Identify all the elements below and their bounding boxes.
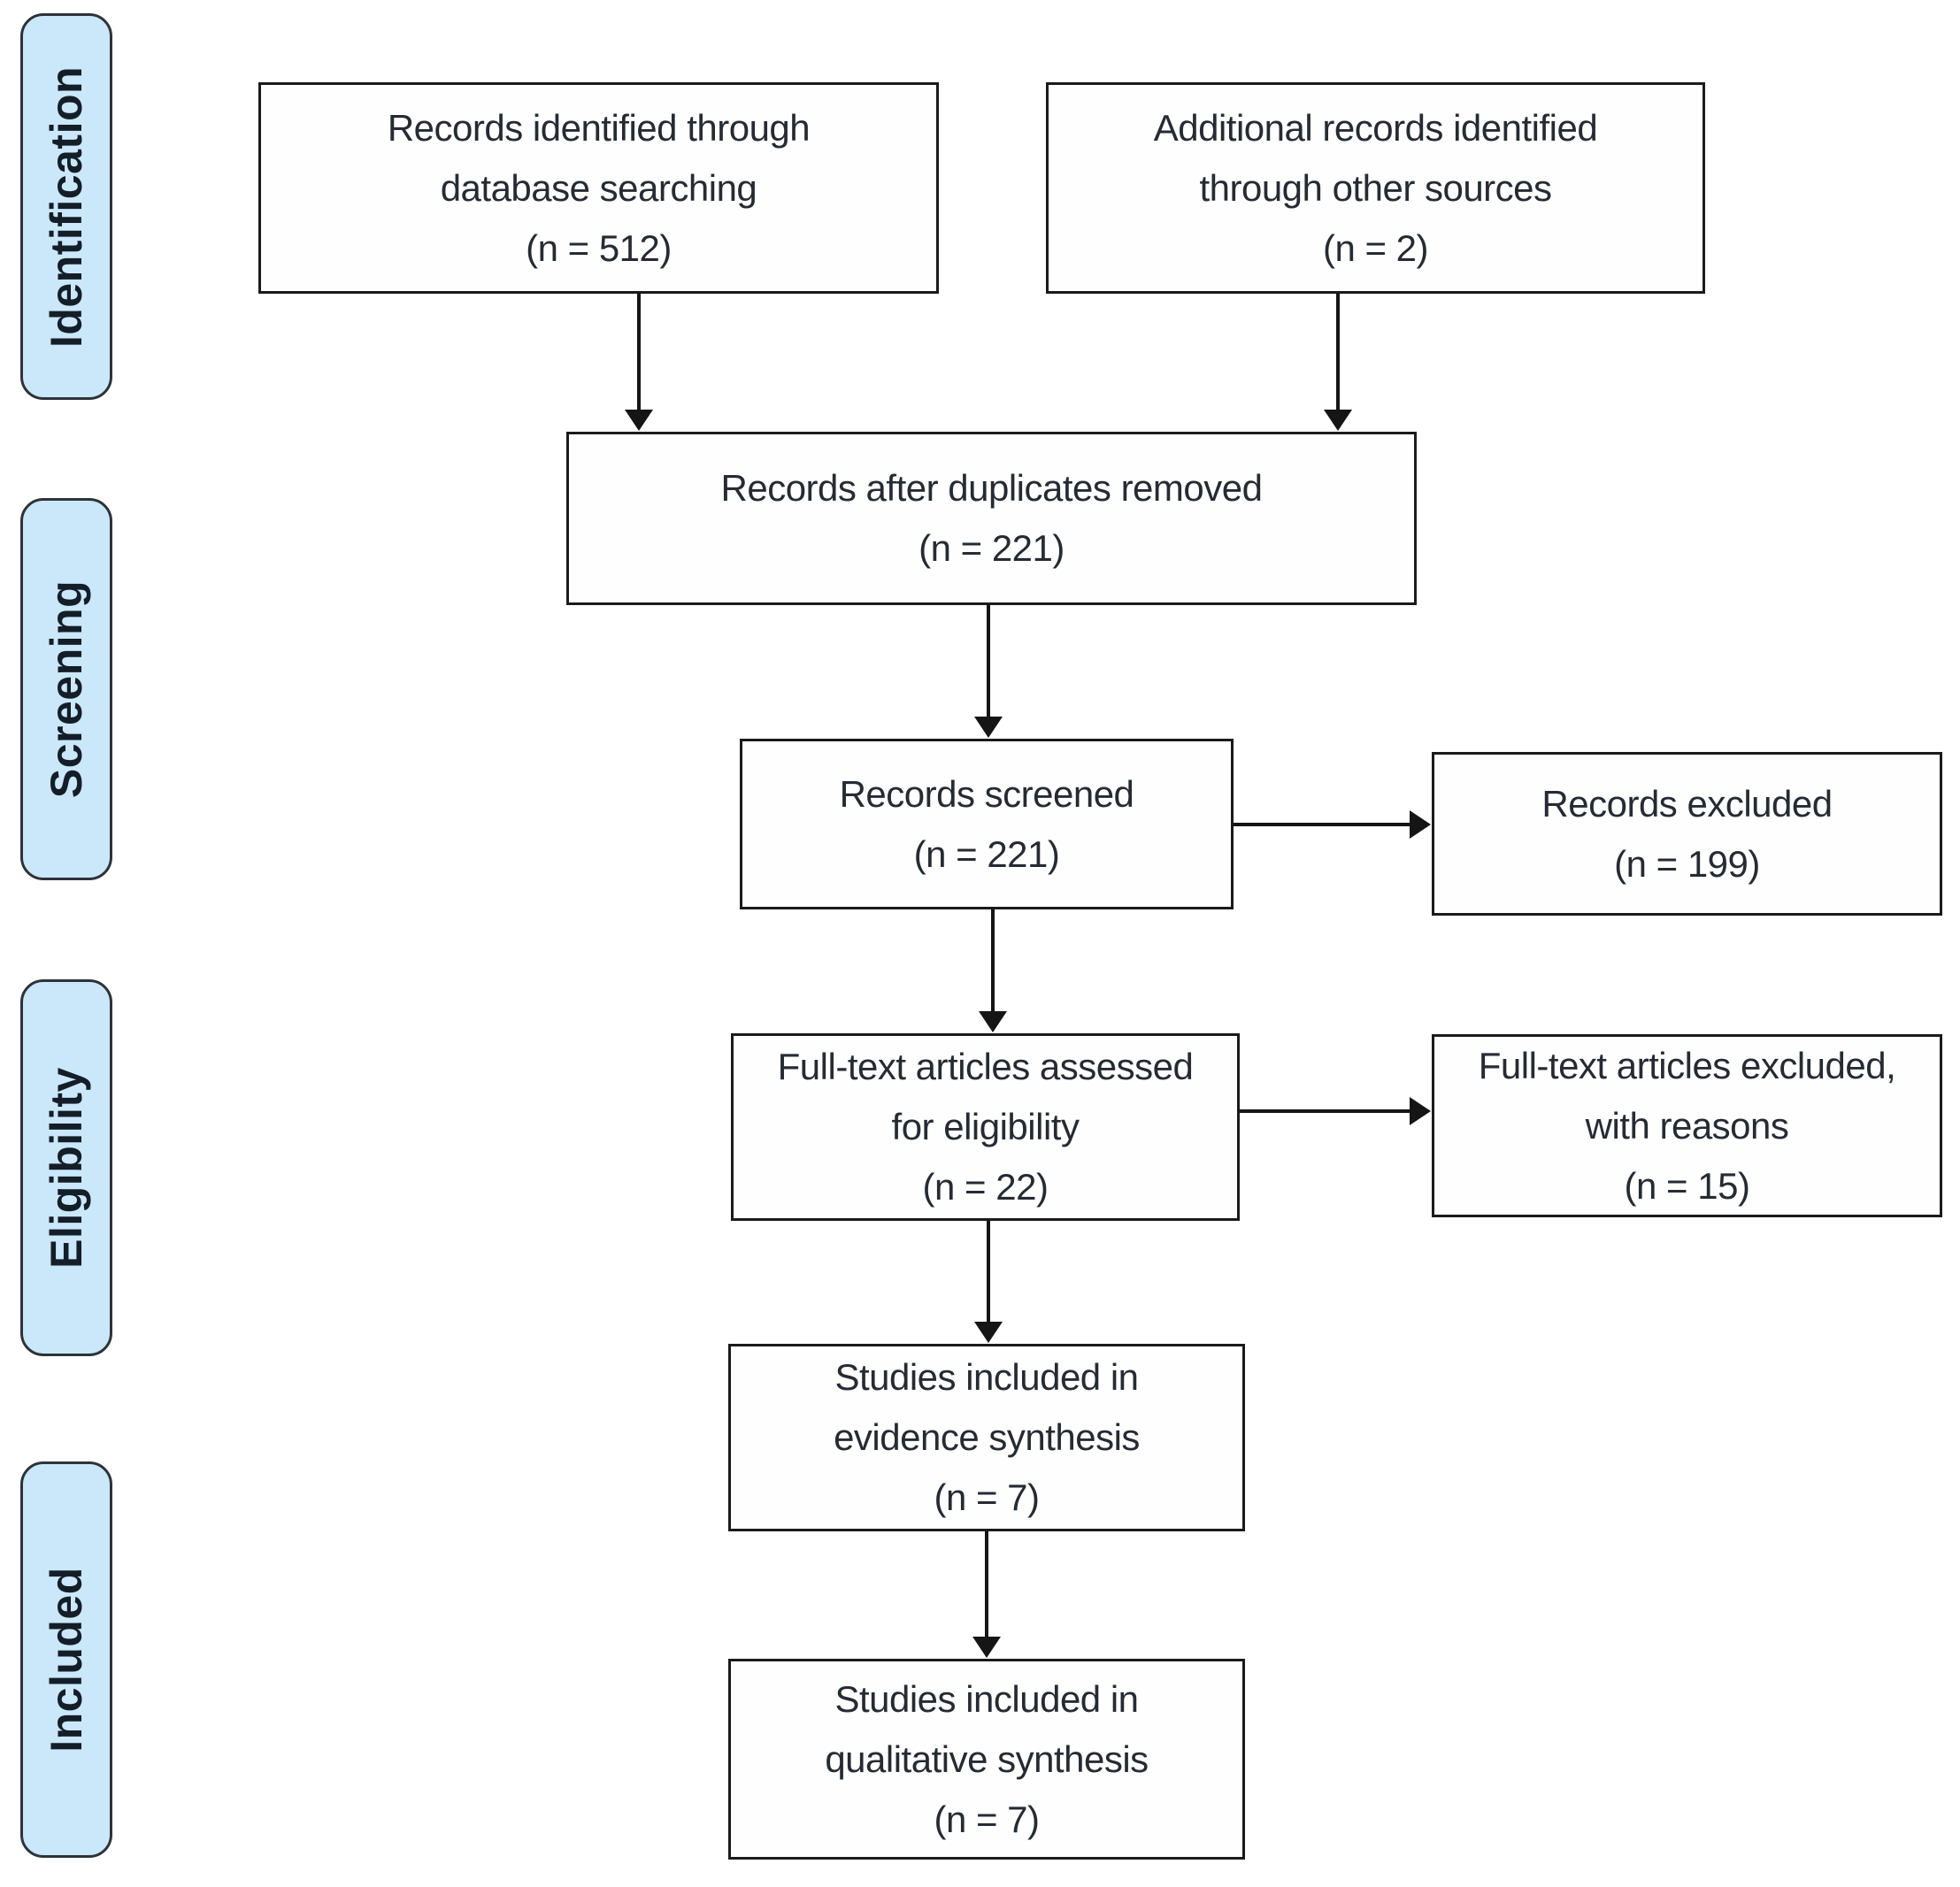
box-after-duplicates: Records after duplicates removed (n = 22… xyxy=(566,432,1417,605)
arrow-evidence-to-qualitative xyxy=(985,1531,988,1638)
box-text-line: Records after duplicates removed xyxy=(720,467,1263,509)
box-evidence-synthesis: Studies included in evidence synthesis (… xyxy=(728,1344,1245,1531)
box-text-line: Records screened xyxy=(839,772,1134,815)
stage-label-included: Included xyxy=(42,1567,92,1753)
box-text-line: with reasons xyxy=(1585,1104,1789,1147)
box-text-line: Records identified through xyxy=(387,106,811,149)
arrow-fulltext-to-evidence xyxy=(987,1221,990,1323)
box-fulltext-assessed: Full-text articles assessed for eligibil… xyxy=(731,1033,1240,1221)
stage-label-identification: Identification xyxy=(42,65,92,348)
box-text-line: Studies included in xyxy=(834,1677,1139,1720)
box-text-line: evidence synthesis xyxy=(834,1416,1140,1458)
arrow-duplicates-to-screened xyxy=(987,605,990,717)
box-text-line: Additional records identified xyxy=(1153,106,1598,149)
box-text-line: for eligibility xyxy=(891,1106,1080,1147)
box-count-line: (n = 512) xyxy=(526,226,672,269)
box-records-excluded: Records excluded (n = 199) xyxy=(1432,752,1942,916)
box-count-line: (n = 15) xyxy=(1624,1164,1750,1207)
arrow-screened-to-excluded xyxy=(1234,823,1410,826)
stage-tab-screening: Screening xyxy=(20,498,112,880)
box-text-line: database searching xyxy=(440,166,757,209)
box-text-line: Full-text articles assessed xyxy=(777,1046,1194,1087)
stage-tab-eligibility: Eligibility xyxy=(20,979,112,1356)
box-text-line: qualitative synthesis xyxy=(825,1737,1149,1780)
box-count-line: (n = 221) xyxy=(913,832,1060,875)
box-count-line: (n = 7) xyxy=(934,1798,1040,1840)
arrow-fulltext-to-fulltext-excluded xyxy=(1240,1109,1410,1113)
box-text-line: Records excluded xyxy=(1541,782,1833,825)
box-text-line: Studies included in xyxy=(834,1356,1139,1398)
box-count-line: (n = 221) xyxy=(919,527,1065,569)
stage-tab-included: Included xyxy=(20,1461,112,1858)
box-text-line: through other sources xyxy=(1199,166,1552,209)
box-additional-records: Additional records identified through ot… xyxy=(1046,82,1705,294)
box-count-line: (n = 7) xyxy=(934,1477,1040,1518)
box-fulltext-excluded: Full-text articles excluded, with reason… xyxy=(1432,1034,1942,1217)
box-records-identified: Records identified through database sear… xyxy=(258,82,939,294)
box-qualitative-synthesis: Studies included in qualitative synthesi… xyxy=(728,1659,1245,1860)
box-count-line: (n = 2) xyxy=(1322,226,1429,269)
box-text-line: Full-text articles excluded, xyxy=(1478,1044,1896,1086)
arrow-screened-to-fulltext xyxy=(991,909,995,1012)
arrow-additional-to-duplicates xyxy=(1336,294,1340,410)
box-records-screened: Records screened (n = 221) xyxy=(740,739,1234,909)
arrow-identified-to-duplicates xyxy=(637,294,641,410)
stage-tab-identification: Identification xyxy=(20,13,112,400)
box-count-line: (n = 22) xyxy=(922,1166,1049,1208)
stage-label-eligibility: Eligibility xyxy=(42,1067,91,1269)
stage-label-screening: Screening xyxy=(42,579,91,799)
box-count-line: (n = 199) xyxy=(1614,842,1760,885)
